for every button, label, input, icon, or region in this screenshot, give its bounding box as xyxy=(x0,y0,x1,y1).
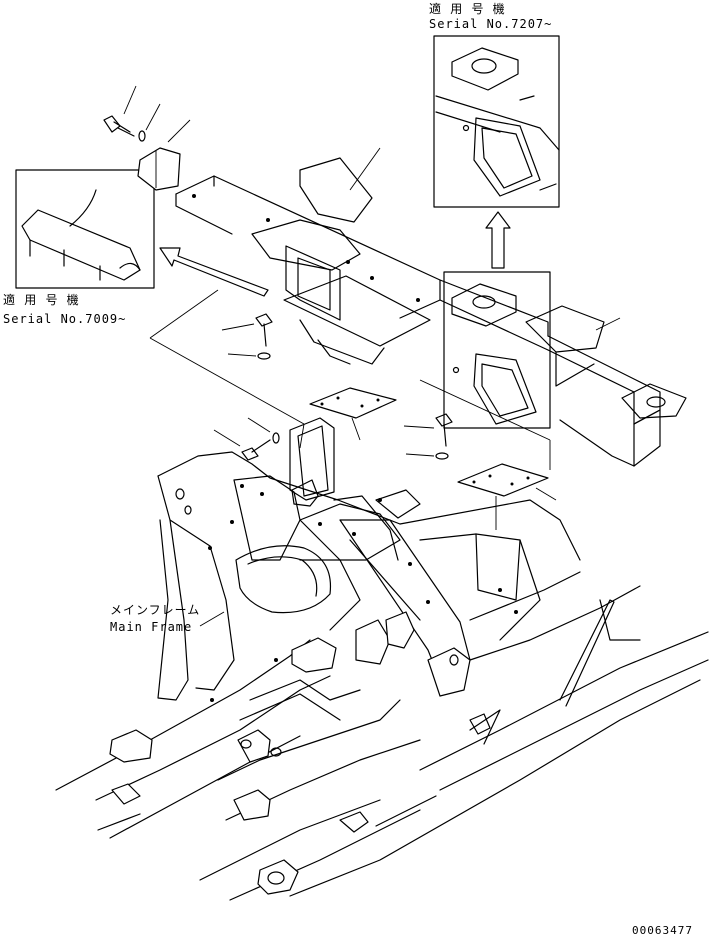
cross-member xyxy=(175,147,441,365)
main-frame-label-jp: メインフレーム xyxy=(110,603,201,617)
applicable-serial-jp-left: 適 用 号 機 xyxy=(3,293,80,307)
bolt-middle-left xyxy=(221,313,273,360)
bolt-washer-top xyxy=(103,85,191,191)
right-beam xyxy=(439,279,687,467)
main-frame-label: Main Frame xyxy=(110,620,193,634)
bolt-middle-right xyxy=(403,413,453,460)
main-frame-leader xyxy=(199,611,225,627)
applicable-serial-left: Serial No.7009~ xyxy=(3,312,127,326)
mount-bracket xyxy=(451,283,537,425)
inset-serial-7207 xyxy=(433,35,560,208)
shim-plate-left xyxy=(309,387,397,441)
bolt-frame xyxy=(213,417,280,461)
applicable-serial-jp-top: 適 用 号 機 xyxy=(429,2,506,16)
arrow-left xyxy=(159,247,269,297)
shim-plate-right xyxy=(457,463,557,501)
main-frame xyxy=(55,417,709,901)
arrow-up xyxy=(485,211,511,269)
guide-lines xyxy=(149,289,551,530)
drawing-number: 00063477 xyxy=(632,924,693,937)
applicable-serial-top: Serial No.7207~ xyxy=(429,17,553,31)
inset-serial-7009 xyxy=(15,169,155,289)
detail-box xyxy=(443,271,551,429)
